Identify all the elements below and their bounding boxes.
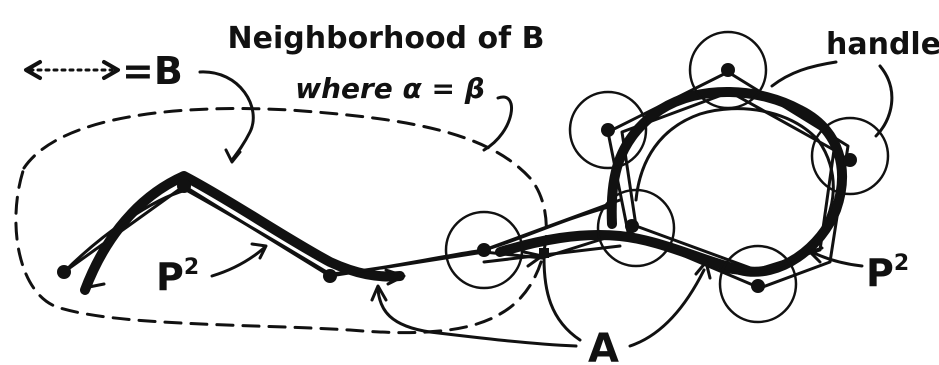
- handle-circle: [718, 244, 798, 324]
- control-points: [57, 63, 857, 293]
- control-point: [751, 279, 765, 293]
- a-leader-2: [542, 256, 582, 342]
- thick-curve-right: [495, 86, 847, 277]
- a-label: A: [588, 326, 619, 365]
- control-point: [57, 265, 71, 279]
- control-point: [601, 123, 615, 137]
- control-point: [477, 243, 491, 257]
- curve-arrow-1: [384, 268, 406, 286]
- control-point: [721, 63, 735, 77]
- p2-label-right: P2: [866, 251, 909, 295]
- handle-circle: [444, 210, 524, 290]
- handle-circle: [688, 30, 768, 110]
- handle-circle: [568, 90, 648, 170]
- handles-leader-2: [874, 64, 894, 138]
- p2-label-left: P2: [156, 255, 199, 299]
- legend-double-arrow: [24, 60, 120, 80]
- a-leader-1: [376, 288, 578, 348]
- handles-label: handles: [826, 27, 939, 62]
- p2-left-leader: [210, 246, 266, 278]
- start-arrow: [82, 268, 106, 290]
- connector-line-2: [482, 244, 622, 264]
- control-point: [177, 179, 191, 193]
- handle-circles: [444, 30, 890, 324]
- title-leader-line: [482, 95, 513, 152]
- control-point: [843, 153, 857, 167]
- handle-circle: [596, 188, 676, 268]
- legend-equals-b: =B: [122, 49, 183, 93]
- handles-leader-1: [770, 60, 838, 88]
- a-marker: [539, 248, 549, 258]
- thin-curve-right: [634, 107, 835, 275]
- control-point: [625, 219, 639, 233]
- b-leader-line: [198, 70, 255, 162]
- control-point: [323, 269, 337, 283]
- handle-circle: [810, 116, 890, 196]
- neighborhood-condition: where α = β: [295, 72, 485, 105]
- neighborhood-title: Neighborhood of B: [228, 21, 545, 56]
- neighborhood-boundary: [14, 107, 548, 335]
- a-leader-3: [628, 268, 706, 348]
- connector-line-1: [482, 198, 622, 252]
- p2-right-leader: [810, 250, 864, 268]
